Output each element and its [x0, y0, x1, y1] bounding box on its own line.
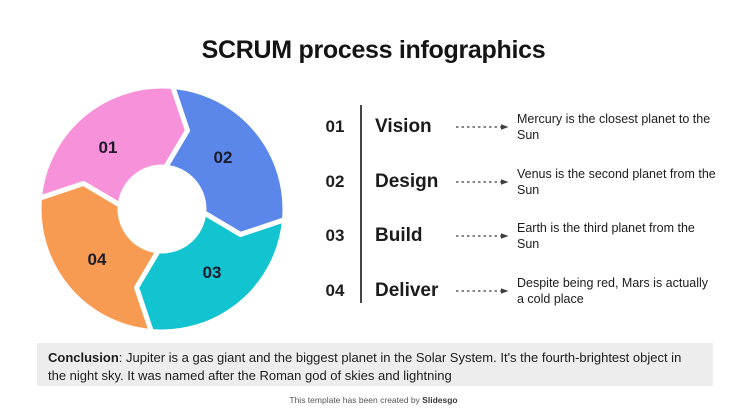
- footer-credit-text: This template has been created by: [289, 395, 423, 405]
- cycle-segment-vision: [37, 83, 190, 208]
- conclusion-text: : Jupiter is a gas giant and the biggest…: [48, 350, 682, 383]
- step-row-deliver: 04 Deliver Despite being red, Mars is ac…: [310, 264, 742, 319]
- dashed-arrow-icon: [456, 233, 509, 240]
- step-description: Mercury is the closest planet to the Sun: [517, 112, 711, 143]
- step-number: 03: [325, 226, 345, 246]
- step-number: 02: [325, 171, 345, 191]
- step-description: Earth is the third planet from the Sun: [517, 221, 695, 252]
- dashed-arrow-icon: [456, 124, 509, 131]
- step-name: Design: [375, 170, 439, 192]
- cycle-label-04: 04: [88, 250, 107, 269]
- cycle-segment-deliver: [36, 181, 161, 334]
- step-name: Deliver: [375, 279, 439, 301]
- step-row-vision: 01 Vision Mercury is the closest planet …: [310, 100, 742, 155]
- conclusion-label: Conclusion: [48, 350, 119, 365]
- step-description: Despite being red, Mars is actually a co…: [517, 275, 709, 306]
- step-number: 04: [325, 280, 345, 300]
- dashed-arrow-icon: [456, 287, 509, 294]
- step-description: Venus is the second planet from the Sun: [517, 166, 716, 197]
- step-row-design: 02 Design Venus is the second planet fro…: [310, 155, 742, 210]
- step-row-build: 03 Build Earth is the third planet from …: [310, 209, 742, 264]
- cycle-label-02: 02: [214, 148, 233, 167]
- conclusion-box: Conclusion: Jupiter is a gas giant and t…: [37, 343, 713, 386]
- cycle-label-03: 03: [203, 263, 222, 282]
- steps-list: 01 Vision Mercury is the closest planet …: [310, 100, 742, 318]
- cycle-segment-design: [163, 84, 288, 237]
- cycle-segment-build: [134, 210, 287, 335]
- cycle-label-01: 01: [99, 138, 118, 157]
- steps-divider-line: [360, 105, 362, 303]
- footer-credit: This template has been created by Slides…: [0, 395, 747, 405]
- footer-brand: Slidesgo: [422, 395, 458, 405]
- cycle-diagram: 01 02 03 04: [36, 83, 288, 335]
- step-number: 01: [325, 117, 345, 137]
- page-title: SCRUM process infographics: [201, 36, 546, 64]
- step-name: Build: [375, 225, 423, 247]
- step-name: Vision: [375, 116, 432, 138]
- dashed-arrow-icon: [456, 178, 509, 185]
